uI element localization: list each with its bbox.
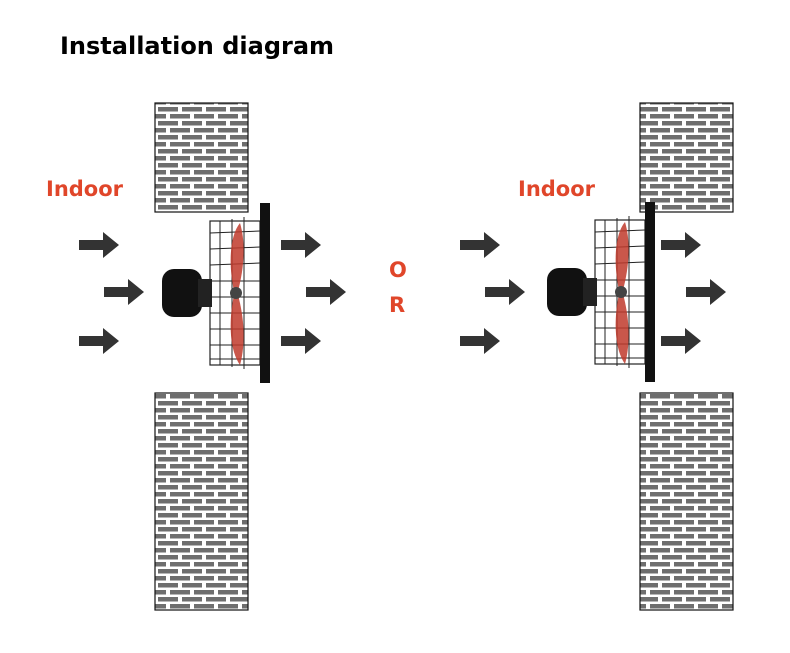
indoor-label-right: Indoor	[518, 177, 596, 201]
or-letter-r: R	[389, 293, 406, 317]
arrow-out-left-3	[281, 328, 321, 354]
arrow-out-right-3	[661, 328, 701, 354]
arrow-in-right-1	[460, 232, 500, 258]
arrow-in-left-1	[79, 232, 119, 258]
right-setup	[460, 102, 734, 611]
arrow-out-right-1	[661, 232, 701, 258]
arrow-in-left-2	[104, 279, 144, 305]
left-setup	[79, 102, 346, 611]
exhaust-fan-left	[161, 202, 271, 384]
brick-wall-upper-right	[639, 102, 734, 213]
brick-wall-lower-right	[639, 392, 734, 611]
arrow-in-right-3	[460, 328, 500, 354]
arrow-out-left-2	[306, 279, 346, 305]
brick-wall-upper-left	[154, 102, 249, 213]
or-letter-o: O	[389, 258, 407, 282]
diagram-title: Installation diagram	[60, 32, 335, 60]
arrow-in-left-3	[79, 328, 119, 354]
arrow-out-left-1	[281, 232, 321, 258]
brick-wall-lower-left	[154, 392, 249, 611]
arrow-out-right-2	[686, 279, 726, 305]
exhaust-fan-right	[546, 201, 656, 383]
indoor-label-left: Indoor	[46, 177, 124, 201]
arrow-in-right-2	[485, 279, 525, 305]
